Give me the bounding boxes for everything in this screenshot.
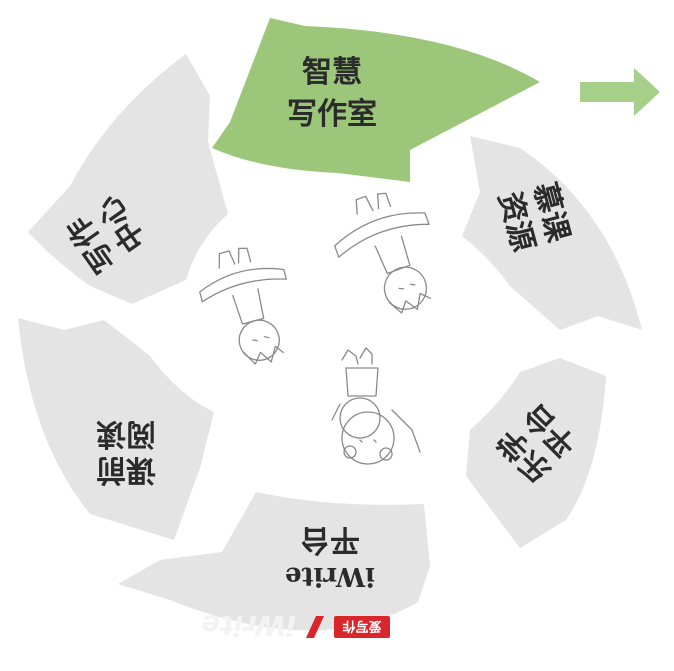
segment-smart-writing-room: 智慧 写作室 [212, 18, 540, 182]
segment-label-line1: iWrite [285, 561, 375, 591]
segment-writing-center: 写作 中心 [28, 54, 228, 304]
segment-course-reading: 课前 阅读 [18, 318, 214, 540]
segment-label-line2: 平台 [300, 522, 360, 557]
segment-iwrite-platform: iWrite 平台 爱写作 iWrite [118, 492, 430, 642]
segment-shape-mooc-resources [462, 136, 642, 330]
iwrite-brand-logo: 爱写作 iWrite [201, 609, 390, 642]
segment-lexue-platform: 乐学 平台 [466, 358, 606, 548]
segment-label-line1: 智慧 [302, 55, 362, 90]
brand-slash-icon [306, 616, 324, 638]
segment-shape-lexue-platform [466, 358, 606, 548]
segment-label-line2: 阅读 [96, 416, 156, 451]
brand-badge-text: 爱写作 [342, 618, 381, 634]
segment-mooc-resources: 慕课 资源 [462, 136, 642, 330]
segment-shape-writing-center [28, 54, 228, 304]
students-reading-sketch-icon [199, 192, 432, 465]
segment-shape-smart-writing-room [212, 18, 540, 182]
segment-label-line2: 写作室 [287, 97, 377, 132]
next-step-arrow-icon [580, 68, 660, 116]
brand-wordmark: iWrite [201, 609, 296, 642]
brand-badge [334, 616, 390, 638]
segment-label-line1: 课前 [96, 452, 156, 487]
segment-shape-course-reading [18, 318, 214, 540]
segment-shape-iwrite-platform [118, 492, 430, 631]
